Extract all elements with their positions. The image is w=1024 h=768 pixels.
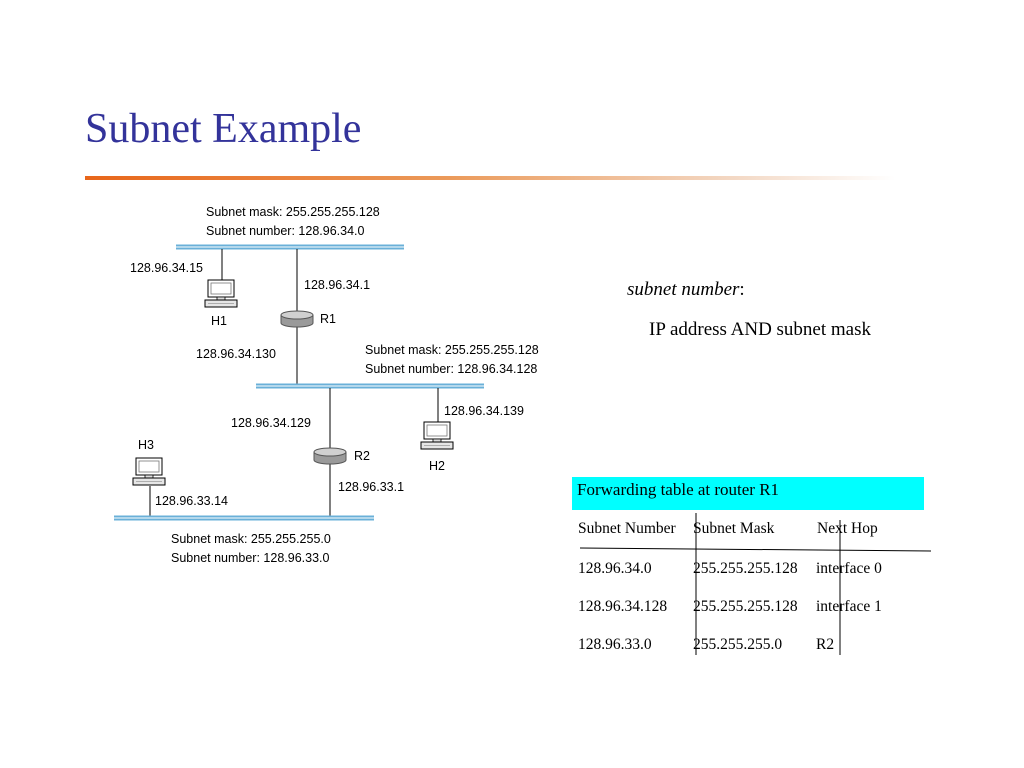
table-header-next-hop: Next Hop [817, 520, 878, 537]
title-underline [85, 176, 895, 180]
table-cell-r3-mask: 255.255.255.0 [693, 636, 783, 653]
r2-ip-top-label: 128.96.34.129 [231, 416, 311, 430]
h1-computer-icon [204, 279, 238, 308]
table-cell-r2-nexthop: interface 1 [816, 598, 882, 615]
subnet-number-definition: IP address AND subnet mask [649, 319, 871, 340]
table-header-subnet-mask: Subnet Mask [693, 520, 775, 537]
r1-router-icon [280, 310, 314, 328]
table-cell-r2-subnet: 128.96.34.128 [578, 598, 668, 615]
table-cell-r1-nexthop: interface 0 [816, 560, 882, 577]
h1-name-label: H1 [211, 314, 227, 328]
subnet-2-number-label: Subnet number: 128.96.34.128 [365, 362, 537, 376]
table-cell-r1-subnet: 128.96.34.0 [578, 560, 652, 577]
h3-ip-label: 128.96.33.14 [155, 494, 228, 508]
subnet-3-number-label: Subnet number: 128.96.33.0 [171, 551, 330, 565]
table-cell-r1-mask: 255.255.255.128 [693, 560, 798, 577]
r1-ip-bottom-label: 128.96.34.130 [196, 347, 276, 361]
subnet-1-number-label: Subnet number: 128.96.34.0 [206, 224, 365, 238]
subnet-number-term: subnet number: [627, 279, 745, 300]
h2-computer-icon [420, 421, 454, 450]
table-cell-r2-mask: 255.255.255.128 [693, 598, 798, 615]
table-cell-r3-nexthop: R2 [816, 636, 835, 653]
table-header-rule [579, 547, 932, 552]
h3-computer-icon [132, 457, 166, 486]
table-cell-r3-subnet: 128.96.33.0 [578, 636, 652, 653]
slide-title: Subnet Example [85, 106, 362, 152]
forwarding-table-title: Forwarding table at router R1 [572, 477, 924, 510]
r1-name-label: R1 [320, 312, 336, 326]
h2-ip-label: 128.96.34.139 [444, 404, 524, 418]
table-header-subnet-number: Subnet Number [578, 520, 676, 537]
h2-name-label: H2 [429, 459, 445, 473]
h3-name-label: H3 [138, 438, 154, 452]
h1-ip-label: 128.96.34.15 [130, 261, 203, 275]
r1-ip-top-label: 128.96.34.1 [304, 278, 370, 292]
r2-name-label: R2 [354, 449, 370, 463]
r2-ip-bottom-label: 128.96.33.1 [338, 480, 404, 494]
subnet-3-mask-label: Subnet mask: 255.255.255.0 [171, 532, 331, 546]
subnet-2-mask-label: Subnet mask: 255.255.255.128 [365, 343, 539, 357]
r2-router-icon [313, 447, 347, 465]
subnet-1-mask-label: Subnet mask: 255.255.255.128 [206, 205, 380, 219]
